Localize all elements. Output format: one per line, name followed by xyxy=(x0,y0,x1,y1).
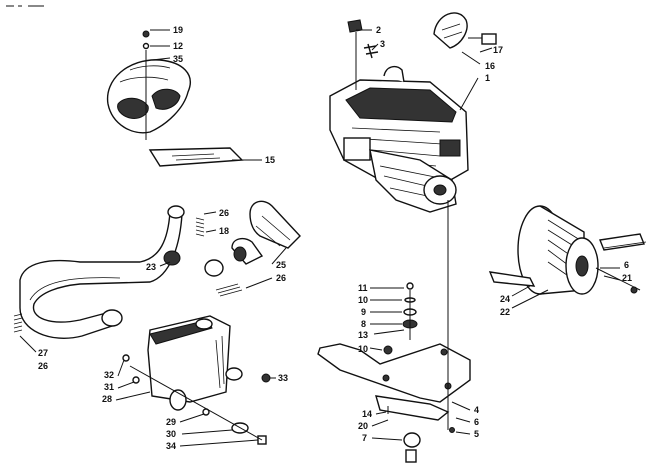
mount-hardware-stack xyxy=(383,200,455,463)
exhaust-spring-upper xyxy=(163,217,224,277)
callout-17: 17 xyxy=(493,45,503,55)
callout-27: 27 xyxy=(38,348,48,358)
muffler-hardware xyxy=(122,354,271,445)
callout-14: 14 xyxy=(362,409,372,419)
callout-18: 18 xyxy=(219,226,229,236)
air-silencer xyxy=(106,59,191,134)
heat-shield xyxy=(375,395,450,421)
filter-sheet xyxy=(148,147,244,167)
exhaust-manifold xyxy=(231,200,301,265)
callout-3: 3 xyxy=(380,39,385,49)
callout-5: 5 xyxy=(474,429,479,439)
callout-29: 29 xyxy=(166,417,176,427)
callout-15: 15 xyxy=(265,155,275,165)
callout-26-lower: 26 xyxy=(38,361,48,371)
callout-31: 31 xyxy=(104,382,114,392)
callout-21: 21 xyxy=(622,273,632,283)
silencer-screw xyxy=(142,30,150,140)
callout-12: 12 xyxy=(173,41,183,51)
callout-20: 20 xyxy=(358,421,368,431)
callout-35: 35 xyxy=(173,54,183,64)
expansion-chamber xyxy=(19,205,185,339)
callout-9: 9 xyxy=(361,307,366,317)
engine-bracket xyxy=(347,19,379,90)
callout-30: 30 xyxy=(166,429,176,439)
callout-32: 32 xyxy=(104,370,114,380)
callout-13: 13 xyxy=(358,330,368,340)
callout-11: 11 xyxy=(358,283,368,293)
callout-25: 25 xyxy=(276,260,286,270)
engine-mount-plate xyxy=(317,343,471,403)
leader-lines xyxy=(19,29,621,447)
engine xyxy=(329,65,469,213)
callout-1: 1 xyxy=(485,73,490,83)
callout-6-clutch: 6 xyxy=(624,260,629,270)
exhaust-spring-lower xyxy=(13,283,243,333)
callout-4: 4 xyxy=(474,405,479,415)
callout-26-middle: 26 xyxy=(276,273,286,283)
callout-16: 16 xyxy=(485,61,495,71)
callout-23: 23 xyxy=(146,262,156,272)
callout-19: 19 xyxy=(173,25,183,35)
muffler xyxy=(147,315,243,411)
callout-28: 28 xyxy=(102,394,112,404)
callout-10: 10 xyxy=(358,295,368,305)
callout-8: 8 xyxy=(361,319,366,329)
callout-24: 24 xyxy=(500,294,510,304)
recoil-starter xyxy=(433,12,497,49)
drive-clutch xyxy=(488,205,647,295)
callout-26-upper: 26 xyxy=(219,208,229,218)
callout-7: 7 xyxy=(362,433,367,443)
callout-2: 2 xyxy=(376,25,381,35)
callout-6-plate: 6 xyxy=(474,417,479,427)
callout-labels: 19 12 35 15 2 3 17 16 1 26 18 23 25 26 2… xyxy=(38,25,632,451)
callout-33: 33 xyxy=(278,373,288,383)
callout-22: 22 xyxy=(500,307,510,317)
callout-34: 34 xyxy=(166,441,176,451)
callout-10-lower: 10 xyxy=(358,344,368,354)
